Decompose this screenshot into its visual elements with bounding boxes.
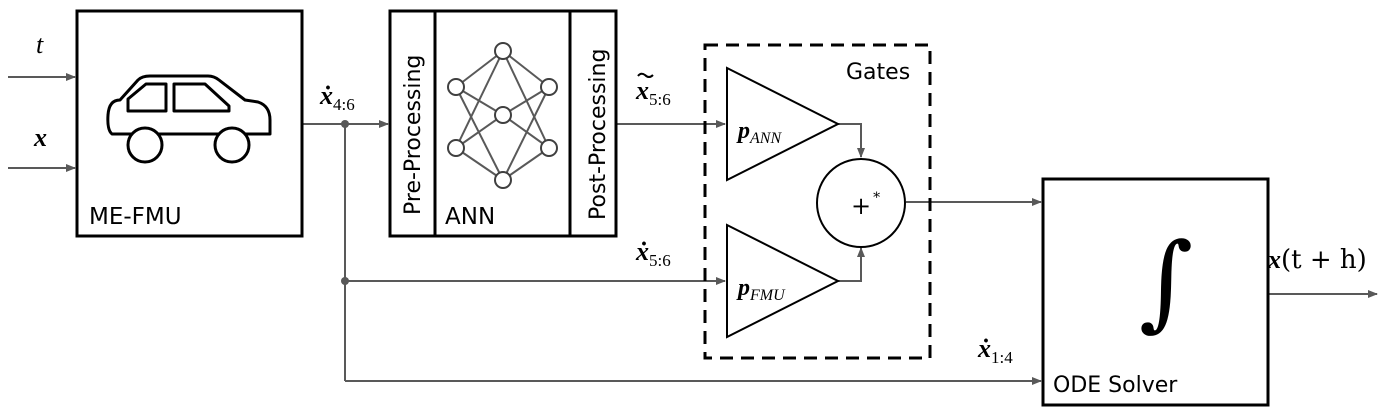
ode-solver-label: ODE Solver: [1053, 373, 1178, 398]
signal-output-label: x(t + h): [1267, 245, 1367, 275]
gain-fmu: pFMU: [726, 223, 841, 339]
svg-text:x5:6: x5:6: [635, 76, 671, 109]
ann-label: ANN: [445, 204, 495, 230]
gain-ann-to-sum-arrow: [838, 123, 865, 158]
ode-solver-block: ∫ ODE Solver: [1041, 177, 1270, 407]
car-icon: [106, 74, 272, 164]
junction-dot-bottom: [341, 277, 349, 285]
signal-xdot-1-4-label: ẋ1:4: [977, 334, 1013, 367]
signal-t-label: t: [36, 30, 44, 59]
integral-icon: ∫: [1139, 220, 1193, 342]
gates-label: Gates: [846, 60, 910, 85]
signal-xdot-5-6-label: ẋ5:6: [635, 237, 671, 270]
pre-processing-label: Pre-Processing: [401, 55, 426, 215]
fmu-block: ME-FMU: [75, 9, 304, 238]
signal-x-label: x: [33, 123, 47, 152]
ann-block: Pre-Processing Post-Processing: [388, 9, 618, 238]
gates-block: Gates pANN pFMU +*: [703, 43, 932, 360]
signal-xtilde-5-6-label: x5:6: [635, 72, 671, 109]
sum-junction: +*: [816, 158, 906, 248]
svg-text:pFMU: pFMU: [736, 275, 786, 304]
gain-fmu-to-sum-arrow: [838, 247, 865, 282]
svg-text:+*: +*: [851, 190, 880, 220]
gain-ann: pANN: [726, 66, 841, 182]
fmu-label: ME-FMU: [89, 204, 182, 230]
svg-text:pANN: pANN: [736, 118, 782, 147]
neural-network-icon: [447, 42, 558, 189]
signal-xdot-4-6-label: ẋ4:6: [319, 81, 355, 114]
junction-dot-top: [341, 120, 349, 128]
post-processing-label: Post-Processing: [586, 49, 611, 220]
